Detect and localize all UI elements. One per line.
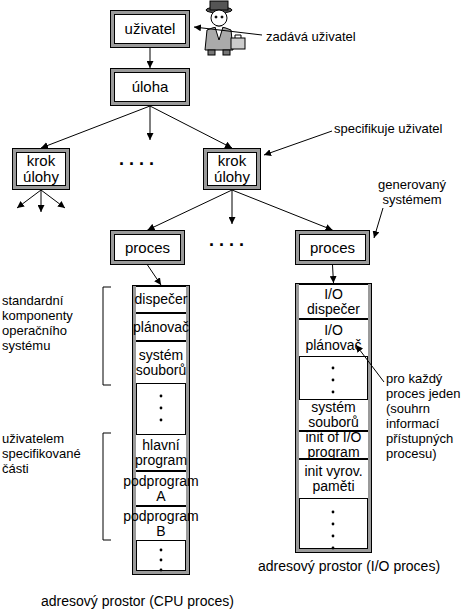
component-cell: podprogram B [136, 506, 186, 541]
flow-arrow [148, 265, 162, 285]
annotation-text: zadává uživatel [266, 29, 376, 44]
box-label: krok úlohy [13, 153, 69, 185]
brackets [103, 287, 111, 540]
annotation-text: uživatelem specifikované části [2, 431, 102, 476]
box-label: úloha [132, 79, 169, 95]
user-illustration [205, 1, 245, 55]
box-label: podprogram A [123, 474, 199, 504]
component-cell: plánovač [136, 313, 186, 341]
box-label: proces [310, 240, 355, 256]
component-cell: podprogram A [136, 471, 186, 506]
ellipsis-text: . . . . [119, 152, 189, 167]
box-label: uživatel [125, 21, 176, 37]
flow-arrow [148, 190, 233, 230]
annotation-text: generovaný systémem [372, 177, 452, 207]
component-cell: systém souborů [299, 399, 368, 431]
component-cell: I/O dispečer [299, 284, 368, 319]
address-space-label: adresový prostor (CPU proces) [41, 593, 234, 609]
process-box: úloha [110, 68, 190, 106]
annotation-text: standardní komponenty operačního systému [2, 293, 102, 353]
process-box: krok úlohy [203, 148, 261, 190]
component-cell: hlavní program [136, 434, 186, 471]
annotation-text: pro každý proces jeden (souhrn informací… [386, 371, 471, 461]
address-space-column: adresový prostor (CPU proces)dispečerplá… [132, 285, 190, 575]
flow-arrow [150, 48, 151, 68]
process-box: proces [110, 230, 185, 265]
box-label: I/O dispečer [299, 287, 368, 317]
address-space-column: adresový prostor (I/O proces)I/O dispeče… [295, 283, 372, 553]
leader-arrows [194, 27, 384, 382]
process-box: krok úlohy [12, 148, 70, 190]
flow-arrow [41, 106, 150, 148]
flow-arrow [333, 265, 334, 283]
ellipsis-text: . . . . [209, 233, 289, 248]
box-label: dispečer [135, 292, 188, 307]
flow-arrow [150, 106, 232, 148]
annotation-text: specifikuje uživatel [334, 121, 464, 136]
box-label: systém souborů [299, 400, 368, 430]
box-label: systém souborů [136, 348, 187, 378]
box-label: proces [125, 240, 170, 256]
box-label: plánovač [133, 320, 189, 335]
process-box: uživatel [110, 10, 190, 48]
component-cell: init of I/O program [299, 431, 368, 459]
address-space-label: adresový prostor (I/O proces) [258, 558, 440, 574]
box-label: I/O plánovač [299, 323, 368, 353]
component-cell: init vyrov. paměti [299, 459, 368, 499]
box-label: podprogram B [123, 509, 199, 539]
component-cell: dispečer [136, 286, 186, 313]
flow-arrow [232, 190, 333, 230]
box-label: krok úlohy [204, 153, 260, 185]
box-label: hlavní program [135, 438, 187, 468]
process-box: proces [295, 230, 370, 265]
component-cell: I/O plánovač [299, 319, 368, 357]
component-cell: systém souborů [136, 341, 186, 384]
box-label: init of I/O program [299, 430, 368, 460]
box-label: init vyrov. paměti [299, 464, 368, 494]
